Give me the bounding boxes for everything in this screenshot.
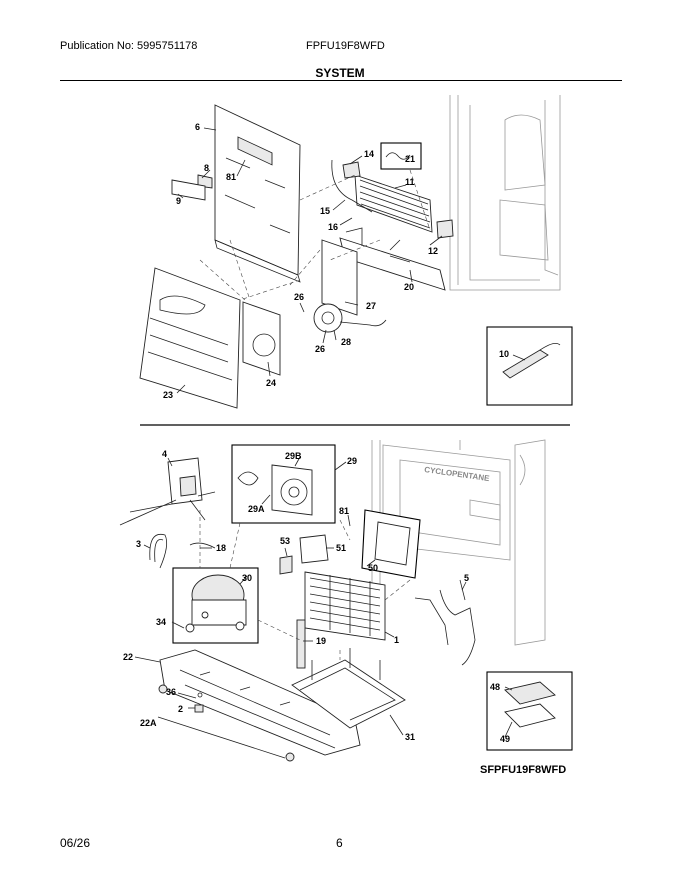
header-rule <box>60 80 622 81</box>
part-23-evaporator-cover <box>139 267 241 409</box>
part-10-callout-box <box>486 326 573 406</box>
part-3-18-hoses <box>149 533 216 569</box>
callout-12: 12 <box>428 246 438 256</box>
callout-18: 18 <box>216 543 226 553</box>
callout-14: 14 <box>364 149 374 159</box>
part-24-fan-shroud <box>242 301 281 376</box>
part-6-rear-panel <box>214 104 301 283</box>
callout-23: 23 <box>163 390 173 400</box>
callout-29b: 29B <box>285 451 302 461</box>
footer-date: 06/26 <box>60 836 91 850</box>
part-2-36-fasteners <box>194 692 204 713</box>
callout-48: 48 <box>490 682 500 692</box>
cabinet-label-cyclopentane: CYCLOPENTANE <box>424 465 491 483</box>
callout-81: 81 <box>226 172 236 182</box>
callout-20: 20 <box>404 282 414 292</box>
model-number: FPFU19F8WFD <box>306 40 385 52</box>
upper-cabinet-outline <box>449 95 561 291</box>
callout-27: 27 <box>366 301 376 311</box>
callout-leader-lines <box>134 127 526 759</box>
callout-11: 11 <box>405 177 415 187</box>
lower-assembly-lines <box>199 510 411 660</box>
part-4-relay <box>119 457 216 526</box>
part-50-control-box <box>361 509 421 579</box>
upper-assembly-lines <box>199 169 431 301</box>
callout-26-bottom: 26 <box>315 344 325 354</box>
page-title: SYSTEM <box>315 66 365 80</box>
publication-number: Publication No: 5995751178 <box>60 40 198 52</box>
callout-24: 24 <box>266 378 276 388</box>
part-29b-callout-box <box>231 444 336 524</box>
callout-22a: 22A <box>140 718 157 728</box>
part-27-28-fan-assembly <box>313 239 387 333</box>
callout-26-top: 26 <box>294 292 304 302</box>
part-31-drain-pan <box>291 648 406 729</box>
callout-15: 15 <box>320 206 330 216</box>
part-19-drier <box>296 619 306 669</box>
part-8-9-light-cover <box>171 174 213 201</box>
callout-29: 29 <box>347 456 357 466</box>
callout-49: 49 <box>500 734 510 744</box>
callout-21: 21 <box>405 154 415 164</box>
part-30-compressor-box <box>172 567 259 644</box>
part-48-49-callout-box <box>486 671 573 751</box>
callout-50: 50 <box>368 563 378 573</box>
callout-30: 30 <box>242 573 252 583</box>
callout-81-lower: 81 <box>339 506 349 516</box>
callout-19: 19 <box>316 636 326 646</box>
callout-16: 16 <box>328 222 338 232</box>
callout-36: 36 <box>166 687 176 697</box>
callout-10: 10 <box>499 349 509 359</box>
callout-2: 2 <box>178 704 183 714</box>
callout-34: 34 <box>156 617 166 627</box>
part-12-block <box>436 219 454 239</box>
callout-31: 31 <box>405 732 415 742</box>
callout-9: 9 <box>176 196 181 206</box>
callout-28: 28 <box>341 337 351 347</box>
callout-4: 4 <box>162 449 167 459</box>
callout-3: 3 <box>136 539 141 549</box>
part-22-base-plate <box>158 649 361 762</box>
callout-29a: 29A <box>248 504 265 514</box>
callout-8: 8 <box>204 163 209 173</box>
callout-6: 6 <box>195 122 200 132</box>
footer-page-number: 6 <box>336 836 343 850</box>
part-1-condenser <box>304 571 386 641</box>
callout-1: 1 <box>394 635 399 645</box>
diagram-model-label: SFPFU19F8WFD <box>480 764 566 776</box>
part-11-evaporator <box>331 159 433 233</box>
callout-22: 22 <box>123 652 133 662</box>
callout-labels: 6 8 81 9 14 21 11 15 16 12 20 26 27 26 2… <box>123 122 510 744</box>
part-21-callout-box <box>380 142 422 170</box>
callout-51: 51 <box>336 543 346 553</box>
part-53-51-valves <box>279 534 329 575</box>
callout-53: 53 <box>280 536 290 546</box>
part-5-wire-harness <box>414 579 476 666</box>
callout-5: 5 <box>464 573 469 583</box>
